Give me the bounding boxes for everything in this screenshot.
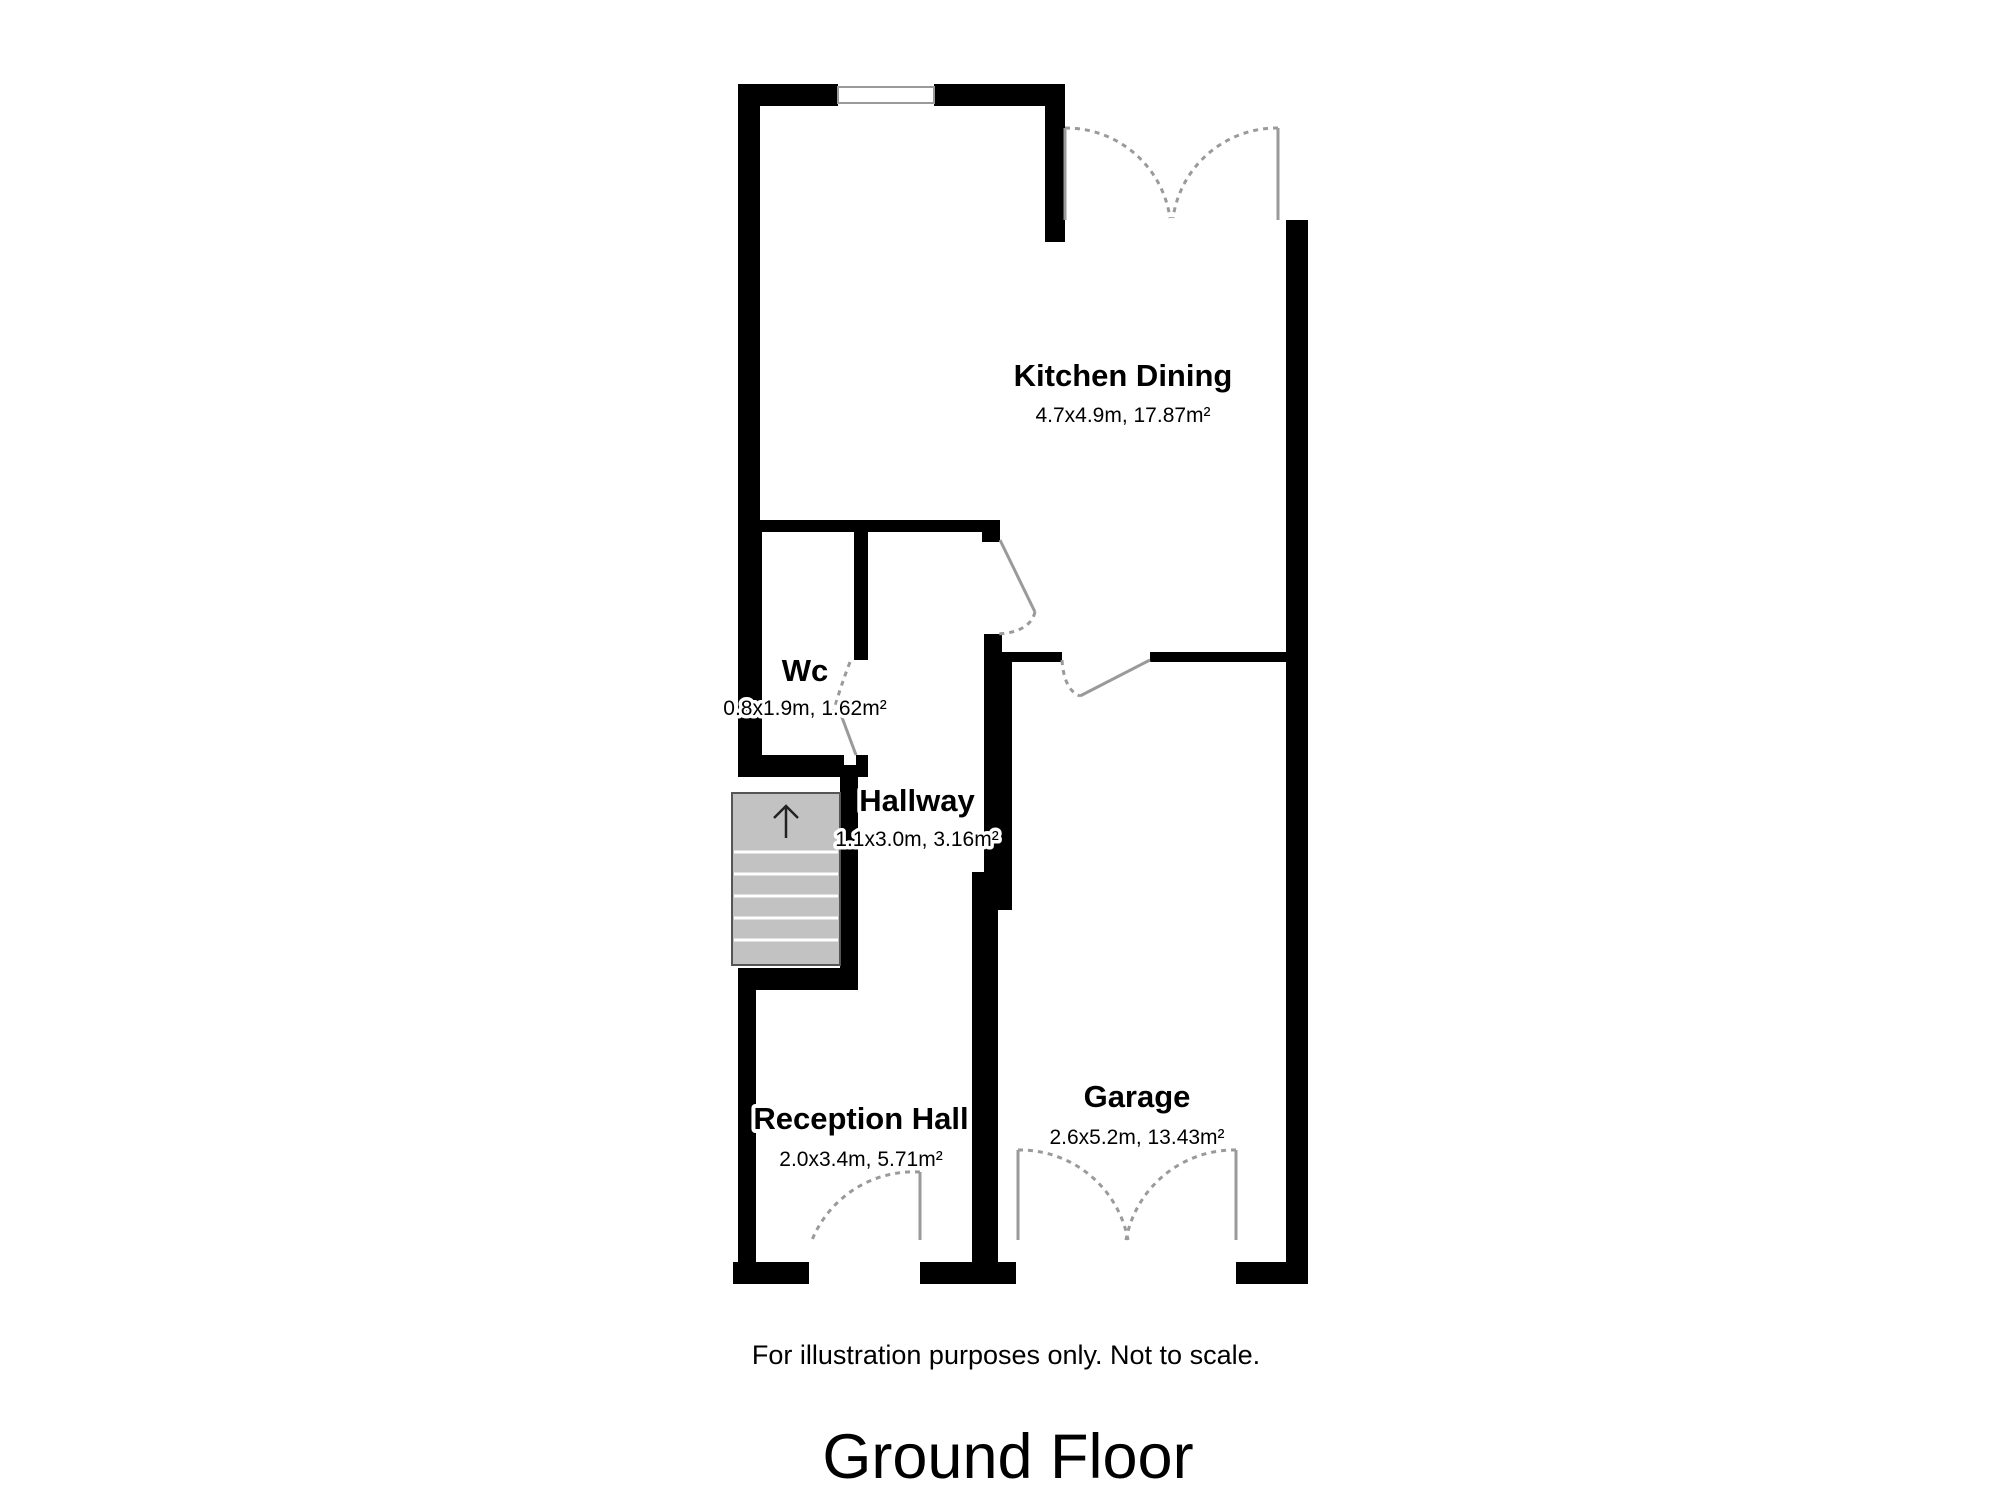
floor-title: Ground Floor xyxy=(822,1422,1193,1492)
wall-hallway-right-stub xyxy=(984,660,1012,910)
walls xyxy=(733,84,1308,1284)
room-hallway: Hallway 1.1x3.0m, 3.16m² xyxy=(832,779,1002,855)
wall-bottom-right xyxy=(1236,1262,1308,1284)
wall-reception-left xyxy=(738,968,756,1284)
wall-kitchen-garage-right xyxy=(1150,652,1290,662)
garage-door xyxy=(1016,1148,1238,1241)
room-name: Garage xyxy=(1084,1079,1191,1114)
room-dimensions: 0.8x1.9m, 1.62m² xyxy=(723,697,886,720)
stairs-up-arrow-icon xyxy=(773,804,799,838)
wall-wc-bottom-jamb xyxy=(856,755,868,777)
room-name: Kitchen Dining xyxy=(1014,358,1233,393)
wall-bottom-middle xyxy=(920,1262,1016,1284)
wall-kitchen-bottom-left xyxy=(760,520,1000,532)
wall-kitchen-jamb xyxy=(1045,84,1065,242)
wall-bottom-left xyxy=(733,1262,809,1284)
wall-wc-bottom xyxy=(738,755,844,777)
room-dimensions: 1.1x3.0m, 3.16m² xyxy=(835,828,998,851)
wall-wc-left xyxy=(738,530,762,775)
disclaimer: For illustration purposes only. Not to s… xyxy=(752,1340,1260,1370)
wall-kitchen-door-jamb xyxy=(982,520,1000,542)
room-garage: Garage 2.6x5.2m, 13.43m² xyxy=(1046,1075,1228,1153)
room-dimensions: 2.0x3.4m, 5.71m² xyxy=(779,1148,942,1171)
wall-outer-right xyxy=(1286,220,1308,1284)
room-name: Reception Hall xyxy=(753,1101,968,1136)
wall-garage-left xyxy=(972,872,998,1284)
room-name: Hallway xyxy=(859,783,975,818)
garage-kitchen-door xyxy=(1060,658,1151,698)
doors xyxy=(810,126,1280,1241)
wall-stair-right xyxy=(840,765,858,990)
patio-door xyxy=(1063,126,1280,220)
wall-kitchen-left xyxy=(738,84,760,542)
staircase xyxy=(731,792,841,966)
room-dimensions: 4.7x4.9m, 17.87m² xyxy=(1035,404,1210,427)
wall-stair-bottom xyxy=(738,968,858,990)
hallway-kitchen-door xyxy=(997,539,1037,636)
wall-kitchen-top-right xyxy=(934,84,1065,106)
room-dimensions: 2.6x5.2m, 13.43m² xyxy=(1049,1126,1224,1149)
room-name: Wc xyxy=(782,653,829,688)
wall-kitchen-garage-left xyxy=(1000,652,1062,662)
room-wc: Wc 0.8x1.9m, 1.62m² xyxy=(720,649,890,724)
kitchen-window xyxy=(837,86,935,104)
room-kitchen-dining: Kitchen Dining 4.7x4.9m, 17.87m² xyxy=(1010,354,1237,431)
wc-door xyxy=(832,661,858,756)
wall-kitchen-top-left xyxy=(738,84,838,106)
room-reception-hall: Reception Hall 2.0x3.4m, 5.71m² xyxy=(749,1097,972,1175)
front-door xyxy=(810,1170,922,1241)
wall-wc-divider xyxy=(854,530,868,660)
